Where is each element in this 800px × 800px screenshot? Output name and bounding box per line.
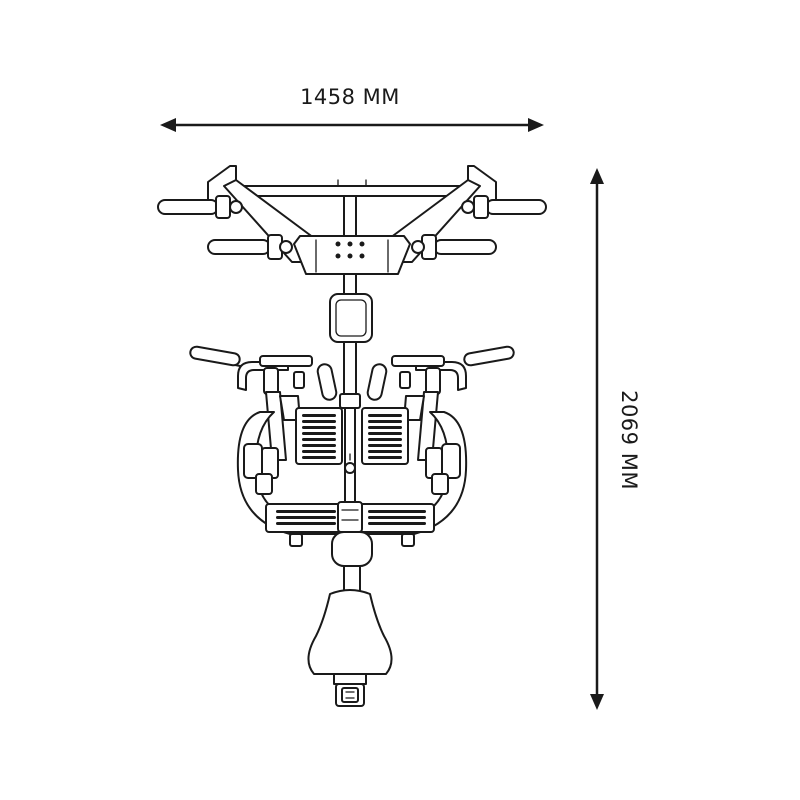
width-arrow-right [528,118,544,132]
height-arrow-bottom [590,694,604,710]
height-label: 2069 MM [617,390,641,490]
right-foot-plate-slots [368,414,402,459]
machine-top-view [157,165,547,707]
width-arrow-left [160,118,176,132]
width-label: 1458 MM [300,85,400,109]
left-foot-plate-slots [302,414,336,459]
height-dimension: 2069 MM [590,168,641,710]
width-dimension: 1458 MM [160,85,544,132]
lower-foot-plate-slots [276,510,426,525]
height-arrow-top [590,168,604,184]
